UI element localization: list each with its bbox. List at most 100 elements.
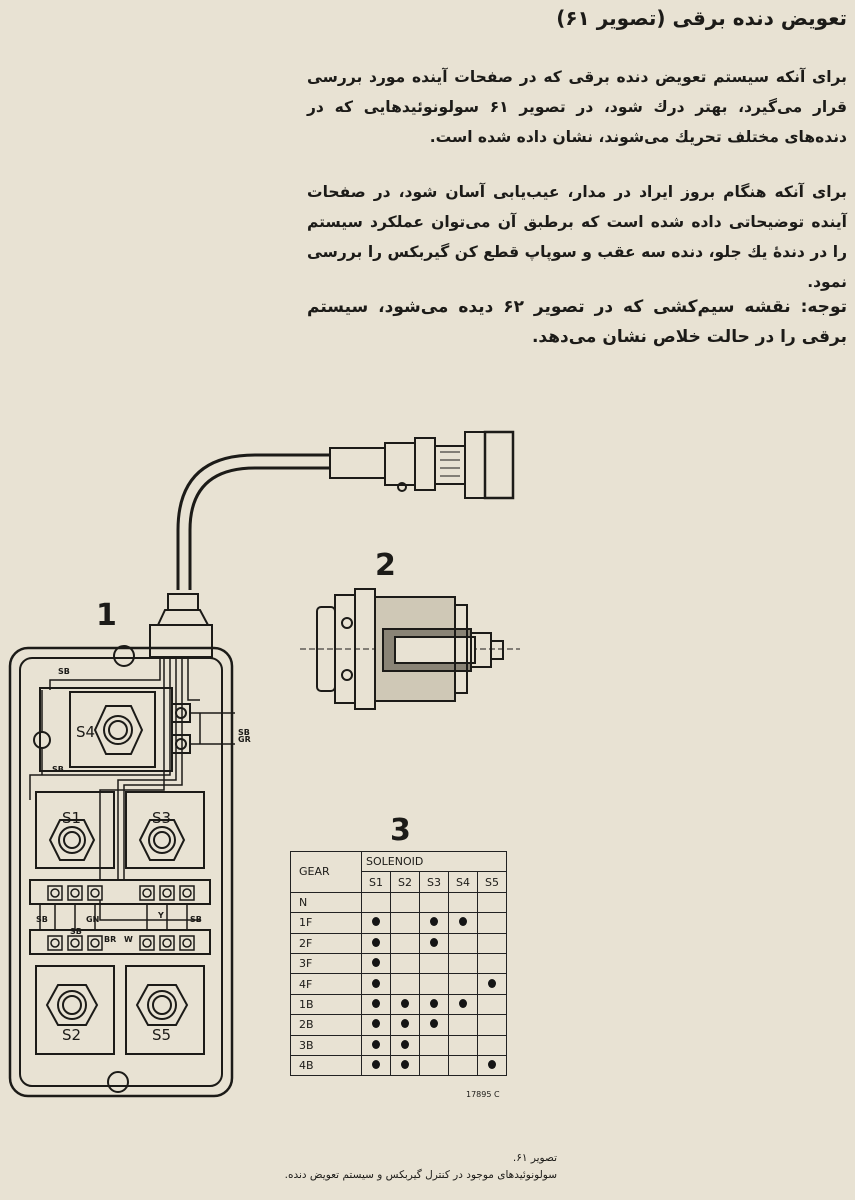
active-dot-icon (372, 958, 380, 968)
active-dot-icon (430, 1019, 438, 1029)
caption-text: سولونوئیدهای موجود در کنترل گیربکس و سیس… (284, 1169, 557, 1181)
figure-label-3: 3 (390, 813, 411, 848)
wire-label: SB (58, 667, 70, 676)
solenoid-cross-section (300, 588, 520, 710)
active-dot-icon (401, 998, 409, 1008)
table-header-solenoid-s3: S3 (419, 871, 449, 893)
table-row: N (290, 891, 507, 914)
active-dot-icon (401, 1060, 409, 1070)
caption-title: تصویر ۶۱. (512, 1152, 557, 1164)
solenoid-cell (419, 912, 449, 934)
solenoid-cell (390, 1014, 420, 1036)
gear-cell: N (290, 891, 362, 914)
figure-reference-code: 17895 C (466, 1090, 500, 1099)
solenoid-cell (361, 973, 391, 995)
solenoid-cell (419, 891, 449, 914)
solenoid-cell (361, 993, 391, 1016)
figure-label-2: 2 (375, 548, 396, 583)
solenoid-cell (419, 973, 449, 995)
active-dot-icon (430, 998, 438, 1008)
solenoid-cell (448, 1014, 478, 1036)
gear-cell: 3B (290, 1034, 362, 1056)
wire-label: SB (190, 915, 202, 924)
solenoid-cell (361, 912, 391, 934)
active-dot-icon (488, 1060, 496, 1070)
solenoid-cell (448, 1054, 478, 1077)
wire-label: SB (52, 765, 64, 774)
paragraph-intro: برای آنکه سیستم تعویض دنده برقی که در صف… (307, 68, 847, 146)
solenoid-cell (390, 1034, 420, 1056)
table-row: 2B (290, 1014, 507, 1036)
gear-cell: 2F (290, 932, 362, 954)
solenoid-cell (448, 891, 478, 914)
wire-label: GN (86, 915, 99, 924)
solenoid-cell (390, 993, 420, 1016)
solenoid-cell (419, 993, 449, 1016)
solenoid-cell (448, 952, 478, 975)
active-dot-icon (430, 917, 438, 927)
solenoid-cell (477, 993, 507, 1016)
figure-caption: تصویر ۶۱. سولونوئیدهای موجود در کنترل گی… (285, 1150, 557, 1184)
solenoid-cell (361, 891, 391, 914)
active-dot-icon (372, 917, 380, 927)
gear-cell: 1B (290, 993, 362, 1016)
solenoid-cell (477, 891, 507, 914)
gear-cell: 3F (290, 952, 362, 975)
solenoid-cell (448, 932, 478, 954)
solenoid-label-s1: S1 (62, 809, 81, 827)
solenoid-cell (448, 973, 478, 995)
solenoid-cell (419, 1034, 449, 1056)
table-row: 3F (290, 952, 507, 975)
active-dot-icon (372, 937, 380, 947)
table-row: 3B (290, 1034, 507, 1056)
solenoid-cell (477, 912, 507, 934)
table-header-gear: GEAR (290, 851, 362, 893)
wire-label: W (124, 935, 133, 944)
active-dot-icon (401, 1019, 409, 1029)
gear-cell: 2B (290, 1014, 362, 1036)
page-title: تعویض دنده برقی (تصویر ۶۱) (556, 6, 847, 30)
solenoid-cell (390, 891, 420, 914)
gear-cell: 4F (290, 973, 362, 995)
table-row: 4F (290, 973, 507, 995)
solenoid-cell (361, 1034, 391, 1056)
solenoid-cell (390, 932, 420, 954)
table-header-solenoid-s4: S4 (448, 871, 478, 893)
table-header-solenoid-s1: S1 (361, 871, 391, 893)
solenoid-cell (361, 1014, 391, 1036)
active-dot-icon (459, 998, 467, 1008)
solenoid-cell (448, 1034, 478, 1056)
solenoid-cell (419, 952, 449, 975)
gear-cell: 4B (290, 1054, 362, 1077)
gear-cell: 1F (290, 912, 362, 934)
solenoid-cell (361, 952, 391, 975)
solenoid-label-s4: S4 (76, 723, 95, 741)
table-header-solenoid-s2: S2 (390, 871, 420, 893)
table-row: 4B (290, 1054, 507, 1077)
wire-label: SB (238, 728, 250, 737)
solenoid-cell (419, 1014, 449, 1036)
solenoid-cell (477, 973, 507, 995)
table-header-solenoid-s5: S5 (477, 871, 507, 893)
solenoid-cell (390, 952, 420, 975)
solenoid-label-s2: S2 (62, 1026, 81, 1044)
solenoid-cell (419, 1054, 449, 1077)
solenoid-label-s3: S3 (152, 809, 171, 827)
solenoid-cell (390, 973, 420, 995)
solenoid-cell (419, 932, 449, 954)
active-dot-icon (488, 978, 496, 988)
active-dot-icon (459, 917, 467, 927)
table-row: 1F (290, 912, 507, 934)
table-header-solenoid: SOLENOID (361, 850, 507, 873)
solenoid-cell (448, 993, 478, 1016)
paragraph-note: توجه: نقشه سیم‌کشی که در تصویر ۶۲ دیده م… (307, 297, 847, 347)
table-row: 2F (290, 932, 507, 954)
active-dot-icon (430, 937, 438, 947)
wire-label: SB (70, 927, 82, 936)
solenoid-cell (361, 932, 391, 954)
solenoid-cell (477, 1054, 507, 1077)
wire-label: GR (238, 735, 251, 744)
solenoid-cell (477, 1034, 507, 1056)
